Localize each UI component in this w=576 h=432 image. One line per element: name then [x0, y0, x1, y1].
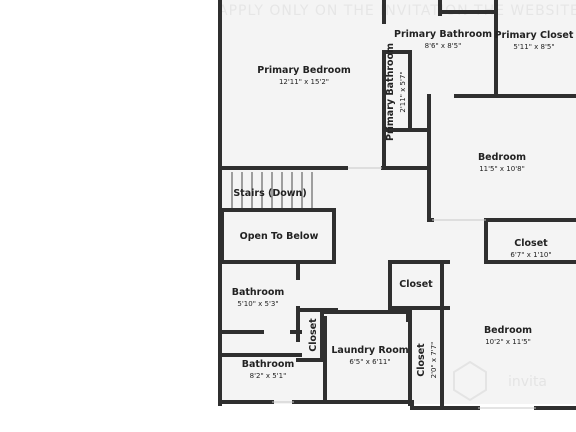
primary-closet-label: Primary Closet [495, 30, 574, 41]
watermark-text: APPLY ONLY ON THE INVITATION THE WEBSITE [218, 3, 576, 19]
primary-bathroom-label: Primary Bathroom [394, 29, 492, 40]
logo-text: invita [508, 374, 547, 390]
room-labels: Primary Bedroom 12'11" x 15'2" Primary B… [232, 29, 574, 380]
open-to-below-label: Open To Below [240, 231, 319, 242]
primary-bathroom-dims: 8'6" x 8'5" [425, 42, 462, 50]
closet-right-label: Closet [514, 238, 548, 249]
openings [272, 167, 536, 409]
bathroom-upper-label: Bathroom [232, 287, 285, 298]
primary-bath-small-dims: 2'11" x 5'7" [399, 71, 407, 112]
primary-closet-dims: 5'11" x 8'5" [513, 43, 554, 51]
bedroom-bottom-label: Bedroom [484, 325, 532, 336]
closet-mid-label: Closet [399, 279, 433, 290]
bathroom-lower-dims: 8'2" x 5'1" [250, 372, 287, 380]
primary-bedroom-label: Primary Bedroom [257, 65, 351, 76]
stair-treads [231, 172, 313, 208]
closet-right-dims: 6'7" x 1'10" [510, 251, 551, 259]
closet-vertical-label: Closet [308, 318, 319, 352]
primary-bedroom-dims: 12'11" x 15'2" [279, 78, 329, 86]
stairs-label: Stairs (Down) [233, 188, 306, 199]
floor-fill [220, 0, 576, 404]
walls [218, 0, 576, 410]
bathroom-upper-dims: 5'10" x 5'3" [237, 300, 278, 308]
bathroom-lower-label: Bathroom [242, 359, 295, 370]
bedroom-bottom-dims: 10'2" x 11'5" [485, 338, 531, 346]
primary-bath-small-label: Primary Bathroom [385, 43, 396, 141]
bedroom-right-dims: 11'5" x 10'8" [479, 165, 525, 173]
laundry-room-dims: 6'5" x 6'11" [349, 358, 390, 366]
logo-watermark: invita [453, 360, 547, 402]
bedroom-right-label: Bedroom [478, 152, 526, 163]
closet-vertical-dim-dims: 2'0" x 7'7" [430, 342, 438, 379]
closet-vertical-dim-label: Closet [416, 343, 427, 377]
logo-icon [453, 360, 487, 402]
laundry-room-label: Laundry Room [331, 345, 408, 356]
